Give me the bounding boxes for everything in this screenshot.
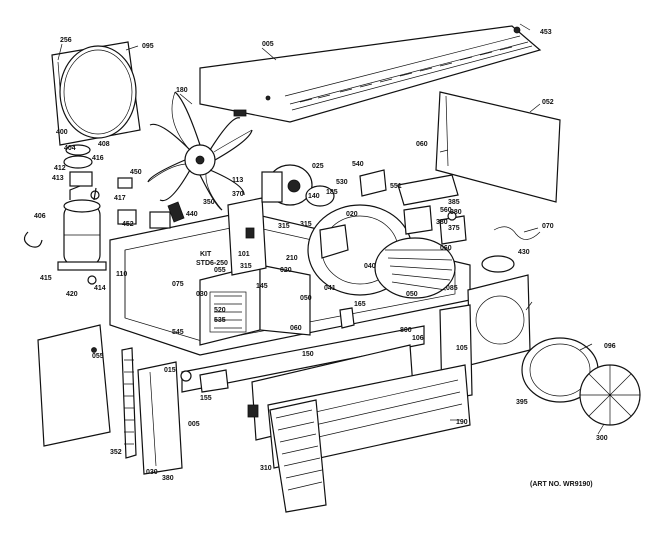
label-060b: 060	[440, 245, 452, 252]
condenser-fan-blade	[147, 91, 253, 211]
label-453: 453	[540, 29, 552, 36]
label-315: 315	[240, 263, 252, 270]
kit-line-2: STD6-250	[196, 260, 228, 267]
label-380: 380	[450, 209, 462, 216]
label-101: 101	[238, 251, 250, 258]
label-400: 400	[56, 129, 68, 136]
label-530: 530	[336, 179, 348, 186]
evaporator-blower-wheel	[521, 337, 641, 426]
label-404: 404	[64, 145, 76, 152]
label-106: 106	[412, 335, 424, 342]
label-185: 185	[326, 189, 338, 196]
label-540: 540	[352, 161, 364, 168]
label-075: 075	[172, 281, 184, 288]
label-060c: 060	[290, 325, 302, 332]
label-310: 310	[260, 465, 272, 472]
label-380b: 380	[436, 219, 448, 226]
label-055: 055	[214, 267, 226, 274]
label-140: 140	[308, 193, 320, 200]
label-210: 210	[286, 255, 298, 262]
right-small-parts	[359, 169, 541, 273]
mounting-strip	[121, 347, 183, 475]
label-256: 256	[60, 37, 72, 44]
part-labels: 256 095 180 400 404 408 416 412 413 415 …	[34, 29, 616, 488]
blower-assembly	[261, 164, 456, 299]
condenser-shroud	[51, 41, 141, 146]
label-041: 041	[324, 285, 336, 292]
label-050: 050	[300, 295, 312, 302]
compressor	[57, 185, 107, 285]
label-300: 300	[596, 435, 608, 442]
label-440: 440	[186, 211, 198, 218]
label-430: 430	[518, 249, 530, 256]
label-545: 545	[172, 329, 184, 336]
top-cover-panel	[199, 25, 542, 123]
label-408: 408	[98, 141, 110, 148]
label-030b: 030	[146, 469, 158, 476]
label-190: 190	[456, 419, 468, 426]
label-370: 370	[232, 191, 244, 198]
label-005: 005	[262, 41, 274, 48]
label-052: 052	[542, 99, 554, 106]
label-414: 414	[94, 285, 106, 292]
label-417: 417	[114, 195, 126, 202]
label-015: 015	[164, 367, 176, 374]
label-413: 413	[52, 175, 64, 182]
label-095: 095	[142, 43, 154, 50]
label-352: 352	[110, 449, 122, 456]
back-panel	[435, 91, 561, 203]
label-150: 150	[302, 351, 314, 358]
front-grille	[247, 399, 327, 513]
label-050b: 050	[406, 291, 418, 298]
label-350: 350	[203, 199, 215, 206]
label-385: 385	[448, 199, 460, 206]
label-420: 420	[66, 291, 78, 298]
label-560: 560	[440, 207, 452, 214]
label-060: 060	[416, 141, 428, 148]
control-box	[199, 197, 311, 346]
label-005b: 005	[188, 421, 200, 428]
label-551: 551	[390, 183, 402, 190]
label-395: 395	[516, 399, 528, 406]
label-096: 096	[604, 343, 616, 350]
label-315c: 315	[300, 221, 312, 228]
art-number: (ART NO. WR9190)	[530, 481, 593, 488]
label-025: 025	[312, 163, 324, 170]
leader-lines	[57, 23, 605, 435]
label-145: 145	[256, 283, 268, 290]
label-180: 180	[176, 87, 188, 94]
kit-line-1: KIT	[200, 251, 212, 258]
label-406: 406	[34, 213, 46, 220]
label-kit: KIT STD6-250	[196, 251, 228, 267]
label-535: 535	[214, 317, 226, 324]
label-520: 520	[214, 307, 226, 314]
label-416: 416	[92, 155, 104, 162]
label-020: 020	[280, 267, 292, 274]
label-800: 800	[400, 327, 412, 334]
label-113: 113	[232, 177, 243, 184]
label-415: 415	[40, 275, 52, 282]
label-070: 070	[542, 223, 554, 230]
label-105: 105	[456, 345, 468, 352]
label-030: 030	[196, 291, 208, 298]
label-315b: 315	[278, 223, 290, 230]
label-055b: 055	[92, 353, 104, 360]
label-380c: 380	[162, 475, 174, 482]
label-040: 040	[364, 263, 376, 270]
label-155: 155	[200, 395, 212, 402]
label-085: 085	[446, 285, 458, 292]
label-020b: 020	[346, 211, 358, 218]
label-450: 450	[130, 169, 142, 176]
label-110: 110	[116, 271, 127, 278]
label-165: 165	[354, 301, 366, 308]
misc-small-parts	[149, 201, 355, 393]
label-452: 452	[122, 221, 134, 228]
label-375: 375	[448, 225, 460, 232]
side-panel-left	[37, 324, 111, 447]
label-412: 412	[54, 165, 66, 172]
